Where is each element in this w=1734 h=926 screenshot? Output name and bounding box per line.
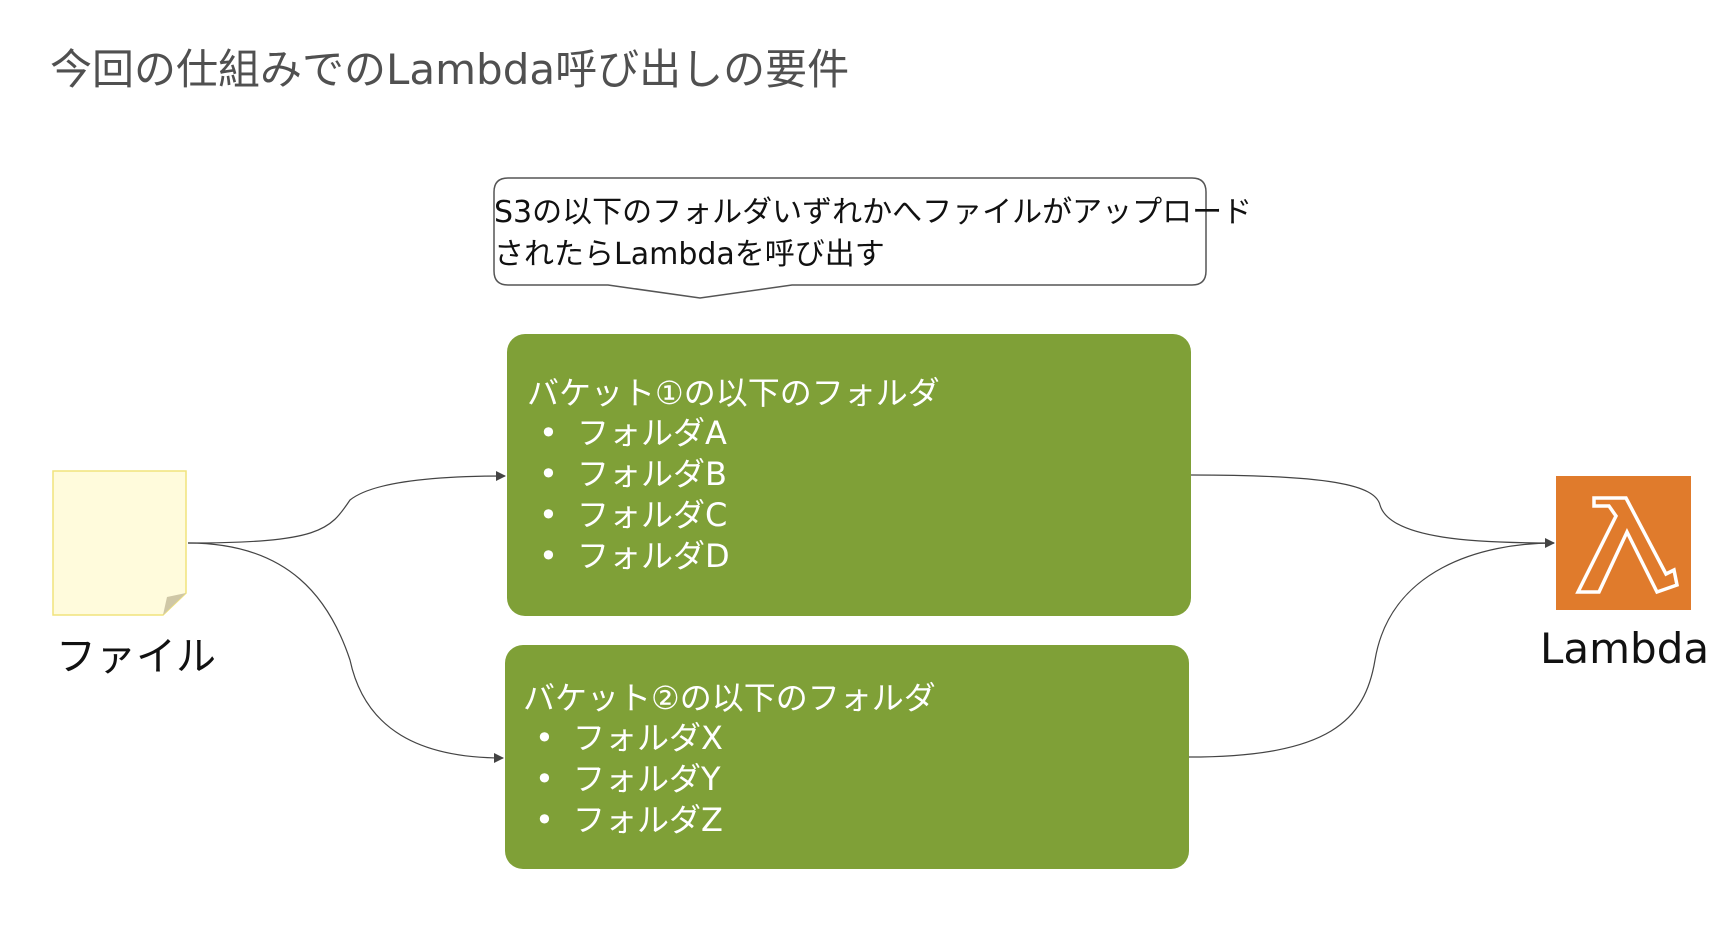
folder-item: フォルダD [527, 536, 1191, 577]
bucket1-box: バケット①の以下のフォルダ フォルダA フォルダB フォルダC フォルダD [507, 334, 1191, 616]
connector-bucket1-to-lambda [1190, 474, 1555, 548]
connector-bucket2-to-lambda [1188, 542, 1555, 758]
callout-text: S3の以下のフォルダいずれかへファイルがアップロード されたらLambdaを呼び… [494, 192, 1252, 276]
file-icon [52, 470, 187, 616]
callout-line-1: S3の以下のフォルダいずれかへファイルがアップロード [494, 195, 1253, 230]
folder-item: フォルダZ [523, 800, 1189, 841]
bucket1-heading: バケット①の以下のフォルダ [527, 374, 940, 412]
folder-item: フォルダC [527, 495, 1191, 536]
lambda-icon [1556, 476, 1691, 610]
folder-item: フォルダA [527, 413, 1191, 454]
page-title: 今回の仕組みでのLambda呼び出しの要件 [50, 45, 850, 94]
folder-item: フォルダY [523, 759, 1189, 800]
connector-file-to-bucket2 [187, 542, 504, 763]
folder-item: フォルダB [527, 454, 1191, 495]
bucket2-heading: バケット②の以下のフォルダ [523, 679, 936, 717]
bucket2-folder-list: フォルダX フォルダY フォルダZ [523, 718, 1189, 841]
connector-file-to-bucket1 [187, 471, 506, 544]
lambda-label: Lambda [1540, 624, 1710, 673]
callout-line-2: されたらLambdaを呼び出す [494, 237, 885, 272]
bucket2-box: バケット②の以下のフォルダ フォルダX フォルダY フォルダZ [505, 645, 1189, 869]
bucket1-folder-list: フォルダA フォルダB フォルダC フォルダD [527, 413, 1191, 577]
file-label: ファイル [56, 634, 216, 680]
folder-item: フォルダX [523, 718, 1189, 759]
callout-bubble [493, 177, 1207, 299]
